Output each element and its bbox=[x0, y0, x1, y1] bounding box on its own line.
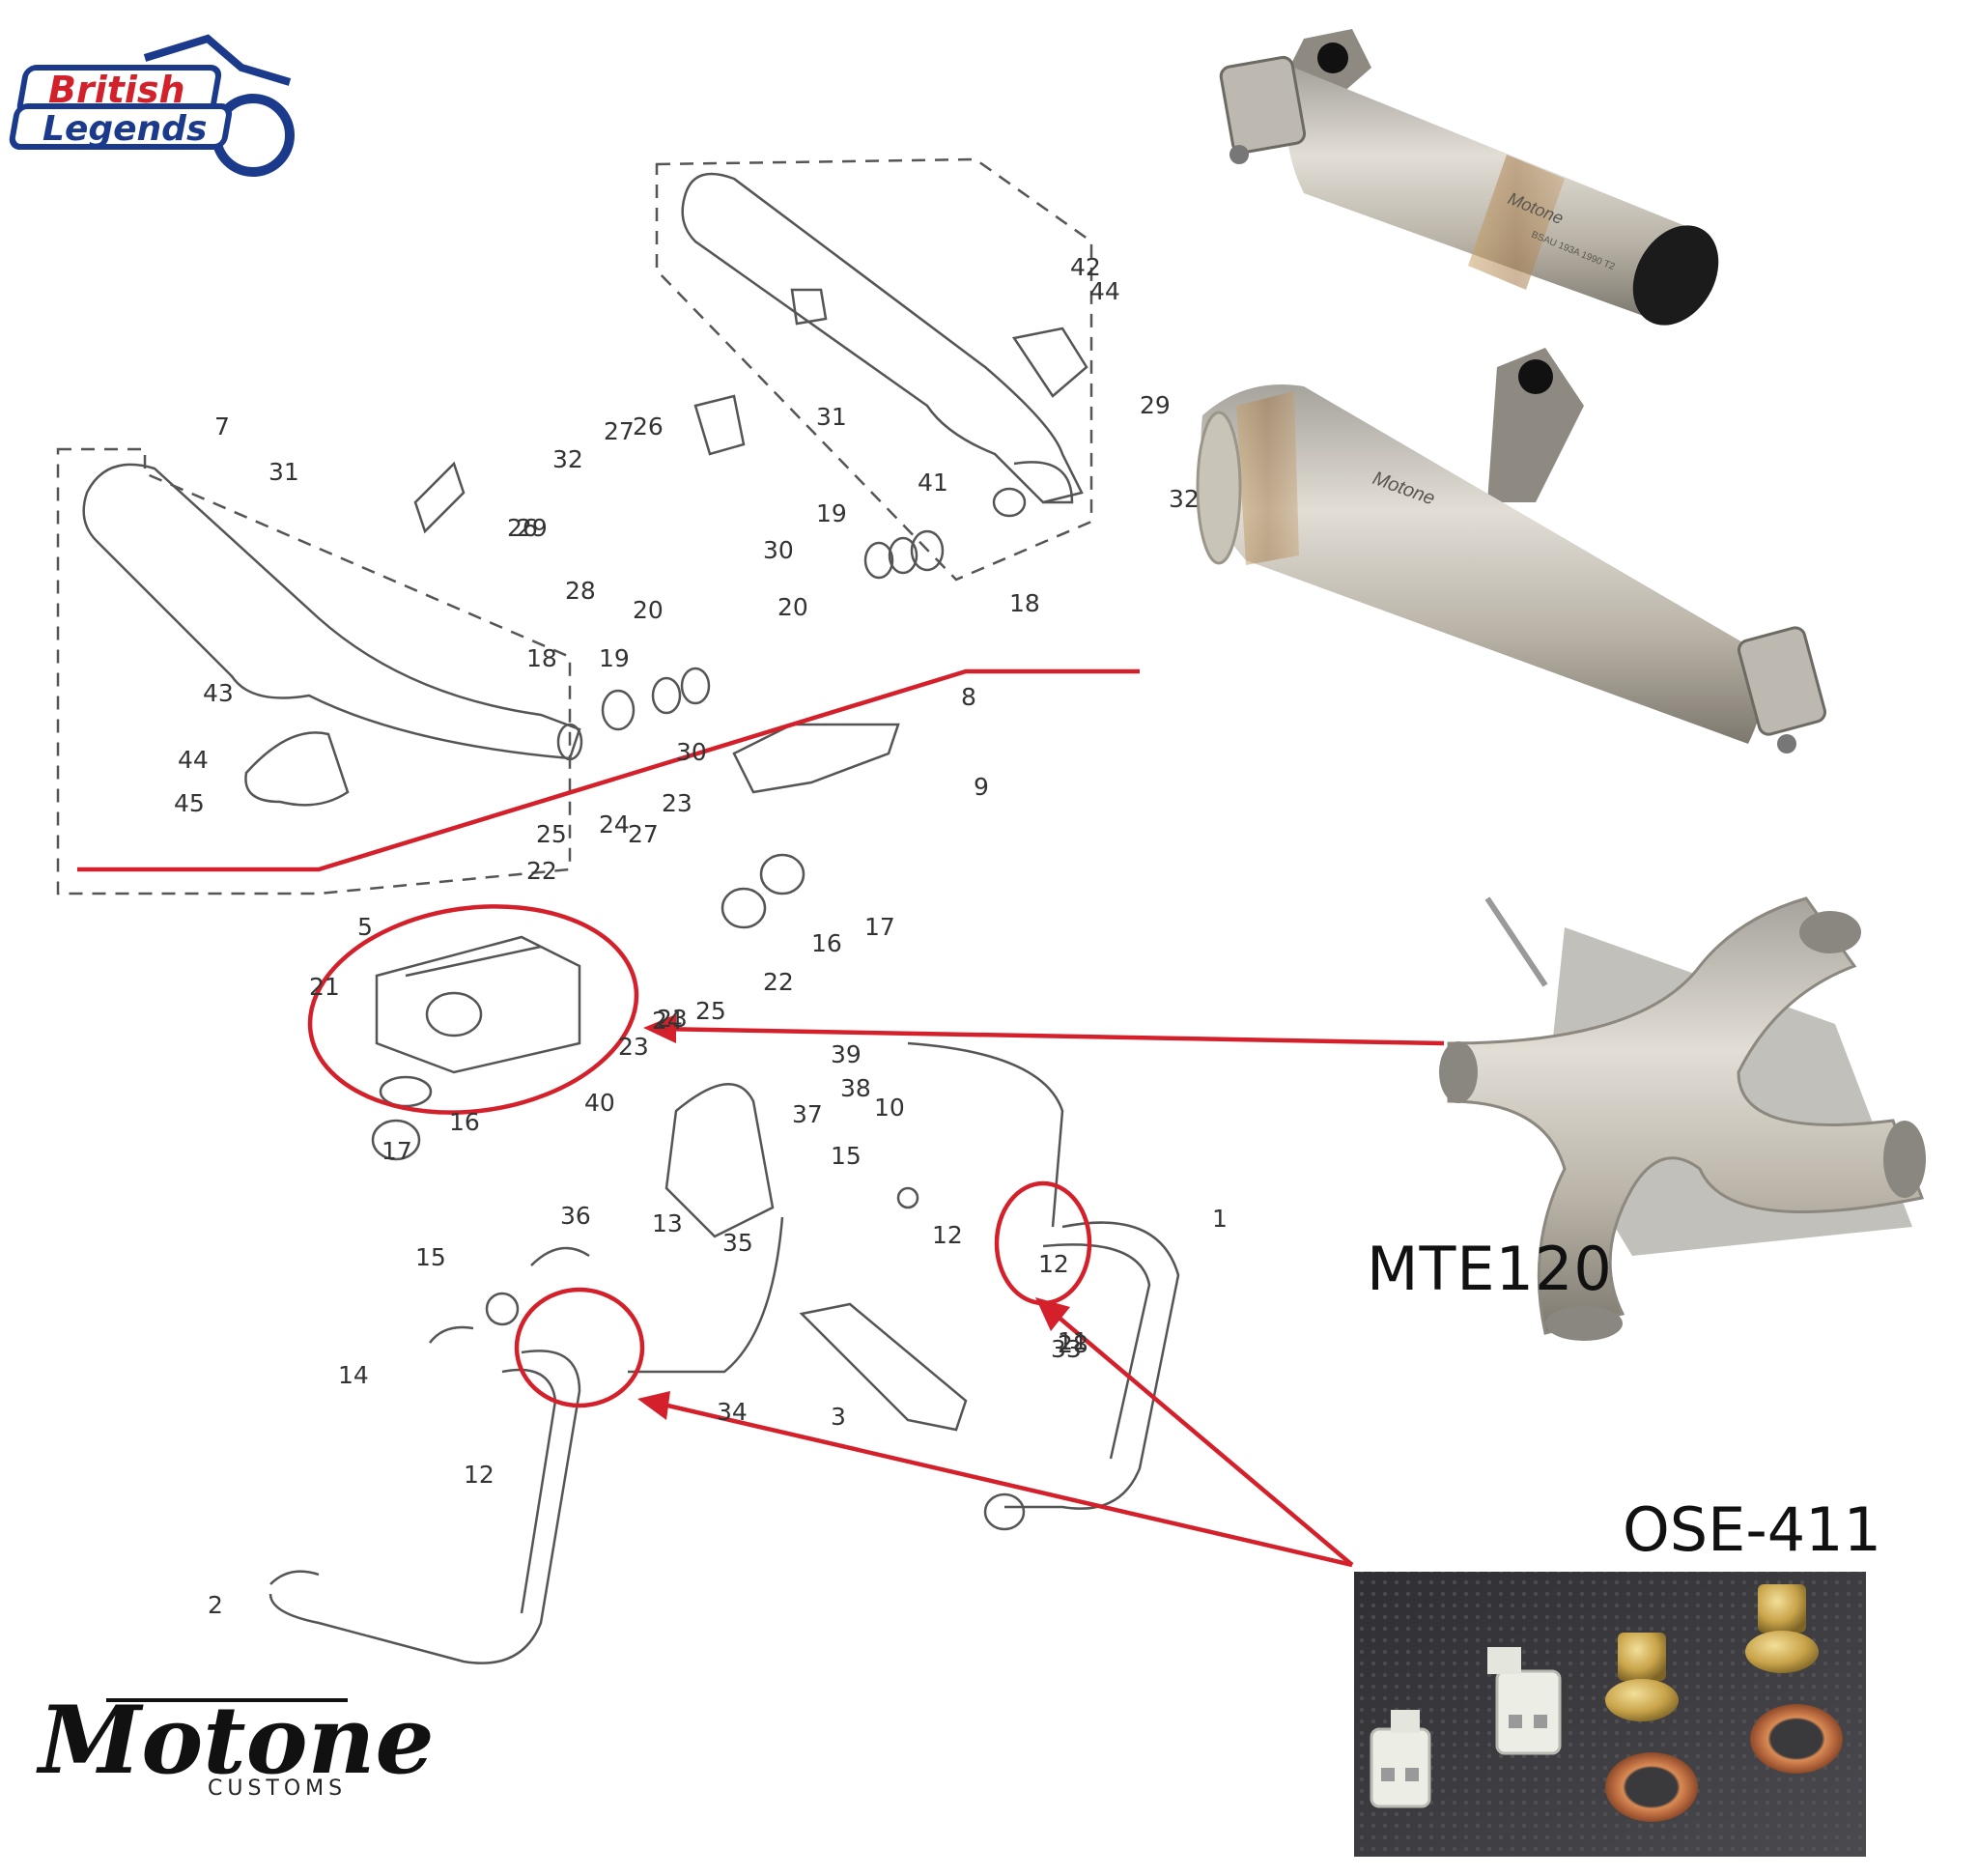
connector-plug-right bbox=[1487, 1647, 1562, 1755]
callout-number: 27 bbox=[604, 417, 635, 445]
callout-number: 10 bbox=[874, 1094, 905, 1122]
callout-number: 18 bbox=[1009, 589, 1040, 617]
callout-number: 27 bbox=[628, 820, 659, 848]
callout-number: 31 bbox=[268, 458, 299, 486]
callout-number: 1 bbox=[1212, 1205, 1228, 1233]
callout-number: 17 bbox=[381, 1137, 412, 1165]
red-arrowheads bbox=[637, 1014, 1070, 1420]
callout-number: 28 bbox=[1058, 1330, 1088, 1358]
callout-labels: 1235789101112121213141515161617171818191… bbox=[174, 253, 1228, 1619]
callout-number: 15 bbox=[415, 1243, 446, 1271]
callout-number: 29 bbox=[1140, 391, 1171, 419]
callout-number: 32 bbox=[552, 445, 583, 473]
ose411-label: OSE-411 bbox=[1623, 1494, 1881, 1565]
british-legends-logo: British Legends bbox=[9, 34, 295, 177]
red-annotations bbox=[77, 668, 1445, 1568]
callout-number: 15 bbox=[831, 1142, 862, 1170]
callout-number: 31 bbox=[816, 403, 847, 431]
callout-number: 32 bbox=[1169, 485, 1200, 513]
callout-number: 22 bbox=[526, 857, 557, 885]
callout-number: 44 bbox=[1089, 277, 1120, 305]
callout-number: 18 bbox=[526, 644, 557, 672]
callout-number: 3 bbox=[831, 1403, 846, 1431]
callout-number: 17 bbox=[864, 913, 895, 941]
callout-number: 44 bbox=[178, 746, 209, 774]
callout-number: 40 bbox=[584, 1089, 615, 1117]
callout-number: 5 bbox=[357, 913, 373, 941]
callout-number: 35 bbox=[722, 1229, 753, 1257]
svg-text:Motone: Motone bbox=[36, 1686, 435, 1795]
svg-text:Legends: Legends bbox=[42, 109, 207, 149]
callout-number: 8 bbox=[961, 683, 976, 711]
callout-number: 30 bbox=[763, 536, 794, 564]
callout-number: 34 bbox=[717, 1398, 748, 1426]
motone-logo: Motone CUSTOMS bbox=[36, 1686, 435, 1801]
mte120-photo bbox=[1439, 896, 1926, 1341]
muffler-bottom-photo: Motone bbox=[1196, 348, 1827, 753]
copper-washer-2 bbox=[1750, 1704, 1843, 1774]
callout-number: 41 bbox=[918, 469, 948, 497]
callout-number: 43 bbox=[203, 679, 234, 707]
mte120-label: MTE120 bbox=[1367, 1234, 1613, 1304]
callout-number: 23 bbox=[657, 1005, 688, 1033]
callout-number: 20 bbox=[633, 596, 664, 624]
callout-number: 24 bbox=[599, 810, 630, 839]
muffler-top-photo: Motone BSAU 193A 1990 T2 bbox=[1219, 29, 1719, 326]
callout-number: 37 bbox=[792, 1100, 823, 1128]
callout-number: 19 bbox=[816, 499, 847, 527]
svg-text:CUSTOMS: CUSTOMS bbox=[208, 1777, 347, 1801]
callout-number: 13 bbox=[652, 1209, 683, 1237]
callout-number: 7 bbox=[214, 412, 230, 441]
callout-number: 38 bbox=[840, 1074, 871, 1102]
callout-number: 30 bbox=[676, 738, 707, 766]
svg-text:British: British bbox=[48, 69, 185, 111]
callout-number: 23 bbox=[662, 789, 692, 817]
ose411-photo bbox=[1354, 1572, 1866, 1857]
callout-number: 25 bbox=[695, 997, 726, 1025]
callout-number: 29 bbox=[517, 514, 548, 542]
copper-washer-1 bbox=[1605, 1752, 1698, 1822]
callout-number: 11 bbox=[1058, 1327, 1088, 1355]
callout-number: 25 bbox=[536, 820, 567, 848]
callout-number: 39 bbox=[831, 1040, 862, 1068]
callout-number: 12 bbox=[1038, 1250, 1069, 1278]
callout-number: 14 bbox=[338, 1361, 369, 1389]
callout-number: 20 bbox=[777, 593, 808, 621]
callout-number: 12 bbox=[464, 1461, 494, 1489]
callout-number: 26 bbox=[507, 514, 538, 542]
callout-number: 19 bbox=[599, 644, 630, 672]
callout-number: 33 bbox=[1051, 1335, 1082, 1363]
brass-plug-2 bbox=[1745, 1584, 1819, 1673]
callout-number: 21 bbox=[309, 973, 340, 1001]
callout-number: 22 bbox=[763, 968, 794, 996]
callout-number: 9 bbox=[974, 773, 989, 801]
callout-number: 26 bbox=[633, 412, 664, 441]
callout-number: 16 bbox=[811, 929, 842, 957]
callout-number: 36 bbox=[560, 1202, 591, 1230]
brass-plug-1 bbox=[1605, 1633, 1679, 1721]
callout-number: 24 bbox=[652, 1007, 683, 1035]
exploded-view-lineart bbox=[56, 157, 1180, 1664]
callout-number: 28 bbox=[565, 577, 596, 605]
callout-number: 16 bbox=[449, 1108, 480, 1136]
callout-number: 12 bbox=[932, 1221, 963, 1249]
callout-number: 45 bbox=[174, 789, 205, 817]
connector-plug-left bbox=[1370, 1710, 1431, 1808]
callout-number: 23 bbox=[618, 1033, 649, 1061]
callout-number: 42 bbox=[1070, 253, 1101, 281]
callout-number: 2 bbox=[208, 1591, 223, 1619]
